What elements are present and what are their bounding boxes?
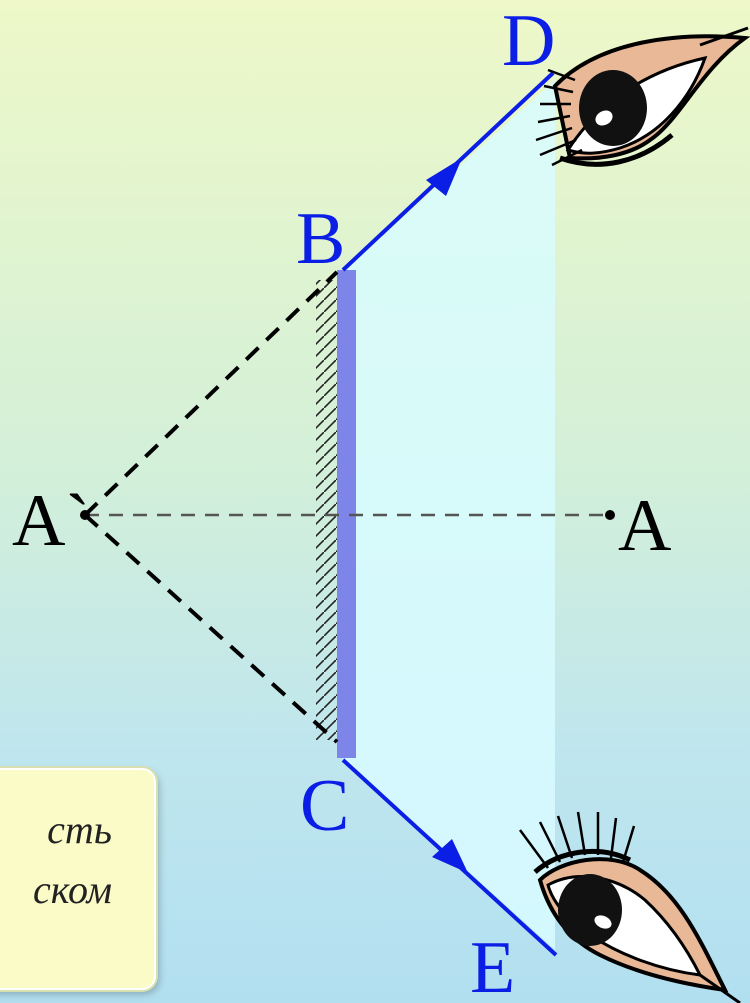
label-A: A (618, 485, 671, 567)
plane-mirror (337, 270, 356, 758)
label-D: D (502, 0, 555, 82)
arrow-CE (432, 839, 468, 873)
eye-icon-top (535, 26, 750, 167)
note-line-1: сть (47, 807, 112, 852)
virtual-ray-lower (83, 513, 339, 744)
eye-icon-bottom (518, 811, 741, 1003)
point-A (605, 510, 615, 520)
virtual-ray-upper (83, 270, 339, 517)
arrow-BD (426, 158, 462, 196)
note-line-2: ском (33, 867, 112, 912)
label-B: B (296, 198, 345, 280)
mirror-hatching (316, 280, 338, 740)
point-A-image (80, 510, 90, 520)
label-E: E (470, 927, 515, 1003)
note-card: сть ском (0, 768, 156, 990)
label-C: C (300, 765, 349, 847)
label-A-image: A` (12, 480, 90, 562)
